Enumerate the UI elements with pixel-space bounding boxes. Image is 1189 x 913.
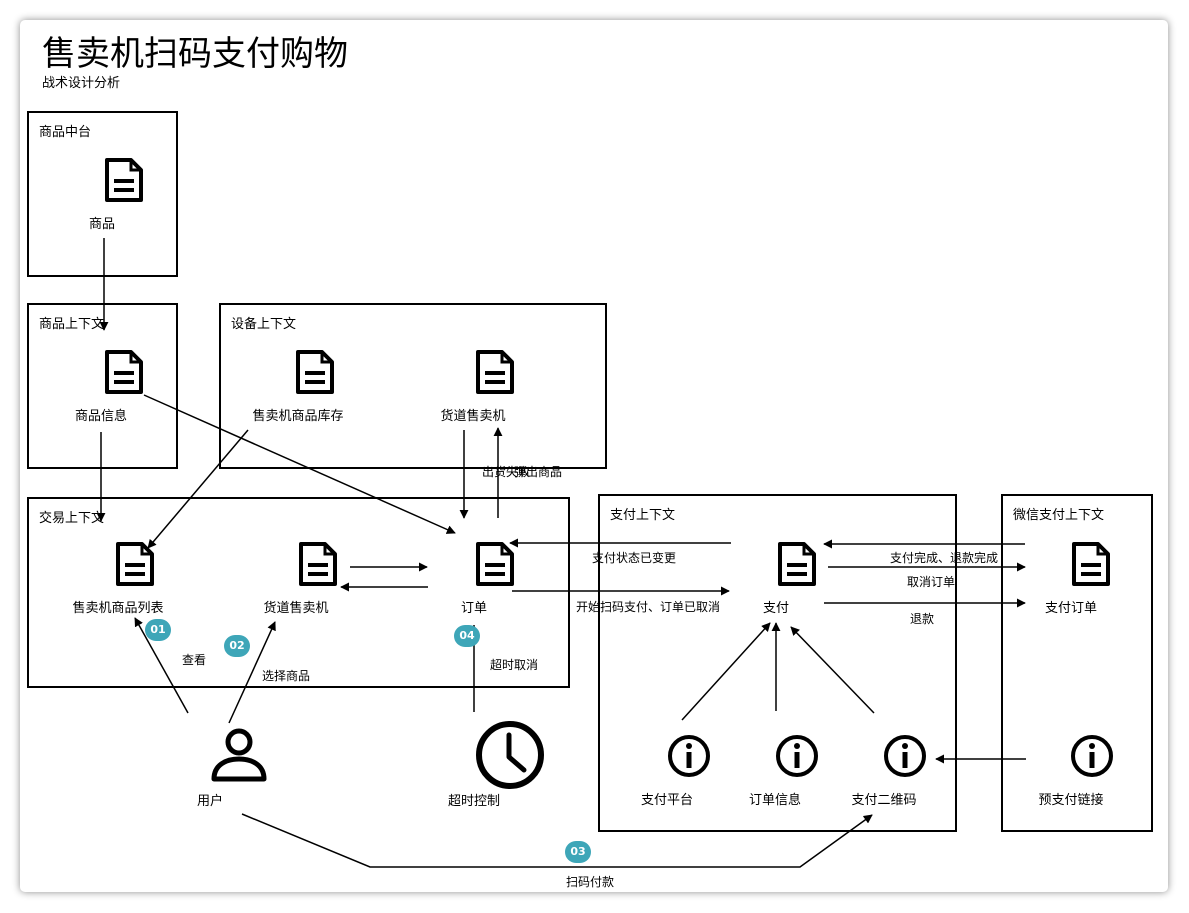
node-label-wechat-pay-order: 支付订单 [1044,601,1098,616]
node-vm-inventory[interactable] [271,350,334,394]
node-label-order: 订单 [460,601,488,616]
context-label: 交易上下文 [39,511,105,526]
node-payment[interactable] [753,542,816,586]
node-order[interactable] [451,542,514,586]
document-icon [116,542,154,586]
step-badge: 03 [565,841,591,863]
context-label: 商品中台 [39,125,92,140]
user-icon [211,728,267,782]
edge-platform-to-payment [681,622,771,721]
edge-label-scan-pay: 扫码付款 [566,875,615,889]
document-icon [476,542,514,586]
edge-label-dispense-a: 出货失败 [482,465,531,479]
step-badge: 01 [145,619,171,641]
node-timeout-control[interactable] [438,719,544,791]
node-label-product: 商品 [88,217,116,232]
document-icon [1072,542,1110,586]
node-pay-platform[interactable] [645,734,710,778]
context-device: 设备上下文 [219,303,607,469]
node-channel-vm-trade[interactable] [274,542,337,586]
info-icon [668,735,710,777]
node-wechat-pay-order[interactable] [1047,542,1110,586]
clock-icon [476,721,544,789]
edge-label-timeout-cancel: 超时取消 [490,658,539,672]
context-label: 微信支付上下文 [1013,508,1105,523]
document-icon [105,158,143,202]
node-product-info[interactable] [80,350,143,394]
info-icon [1071,735,1113,777]
context-wechat-pay: 微信支付上下文 [1001,494,1153,832]
node-label-vm-inventory: 售卖机商品库存 [252,409,344,424]
node-label-pay-platform: 支付平台 [640,793,694,808]
edge-user-to-list [134,617,189,714]
document-icon [296,350,334,394]
document-icon [299,542,337,586]
edge-inventory-to-list [147,429,249,549]
node-pay-qrcode[interactable] [861,734,926,778]
node-user[interactable] [181,727,267,783]
node-label-user: 用户 [196,794,224,809]
edge-label-start-scan-pay: 开始扫码支付、订单已取消 [576,600,721,614]
context-payment: 支付上下文 [598,494,957,832]
edge-label-cancel-order: 取消订单 [907,575,956,589]
node-label-order-info: 订单信息 [748,793,802,808]
node-label-product-info: 商品信息 [74,409,128,424]
node-label-pay-qrcode: 支付二维码 [851,793,917,808]
node-label-timeout-control: 超时控制 [447,794,501,809]
edge-label-select-product: 选择商品 [262,669,311,683]
context-product: 商品上下文 [27,303,178,469]
edge-label-refund: 退款 [910,612,935,626]
edge-qrcode-to-payment [790,626,875,714]
document-icon [105,350,143,394]
document-icon [778,542,816,586]
diagram-subtitle: 战术设计分析 [42,76,121,91]
edge-label-pay-refund-done: 支付完成、退款完成 [890,551,999,565]
info-icon [884,735,926,777]
context-label: 设备上下文 [231,317,297,332]
node-vm-product-list[interactable] [91,542,154,586]
edge-label-dispense-b: 弹出商品 [514,465,563,479]
node-product[interactable] [80,158,143,202]
step-badge: 02 [224,635,250,657]
node-label-payment: 支付 [762,601,790,616]
edge-label-view: 查看 [182,653,207,667]
node-label-prepay-link: 预支付链接 [1038,793,1104,808]
node-label-channel-vm-device: 货道售卖机 [440,409,506,424]
node-label-channel-vm-trade: 货道售卖机 [263,601,329,616]
edge-label-pay-status-changed: 支付状态已变更 [592,551,677,565]
edge-user-to-qrcode [241,813,873,868]
document-icon [476,350,514,394]
edge-user-to-channel [228,621,276,724]
diagram-title: 售卖机扫码支付购物 [42,34,348,74]
diagram-canvas [20,20,1168,892]
node-channel-vm-device[interactable] [451,350,514,394]
info-icon [776,735,818,777]
node-prepay-link[interactable] [1048,734,1113,778]
node-order-info[interactable] [753,734,818,778]
step-badge: 04 [454,625,480,647]
context-trade: 交易上下文 [27,497,570,688]
node-label-vm-product-list: 售卖机商品列表 [72,601,164,616]
context-label: 商品上下文 [39,317,105,332]
context-product-center: 商品中台 [27,111,178,277]
context-label: 支付上下文 [610,508,676,523]
edge-info-to-order [143,394,456,534]
